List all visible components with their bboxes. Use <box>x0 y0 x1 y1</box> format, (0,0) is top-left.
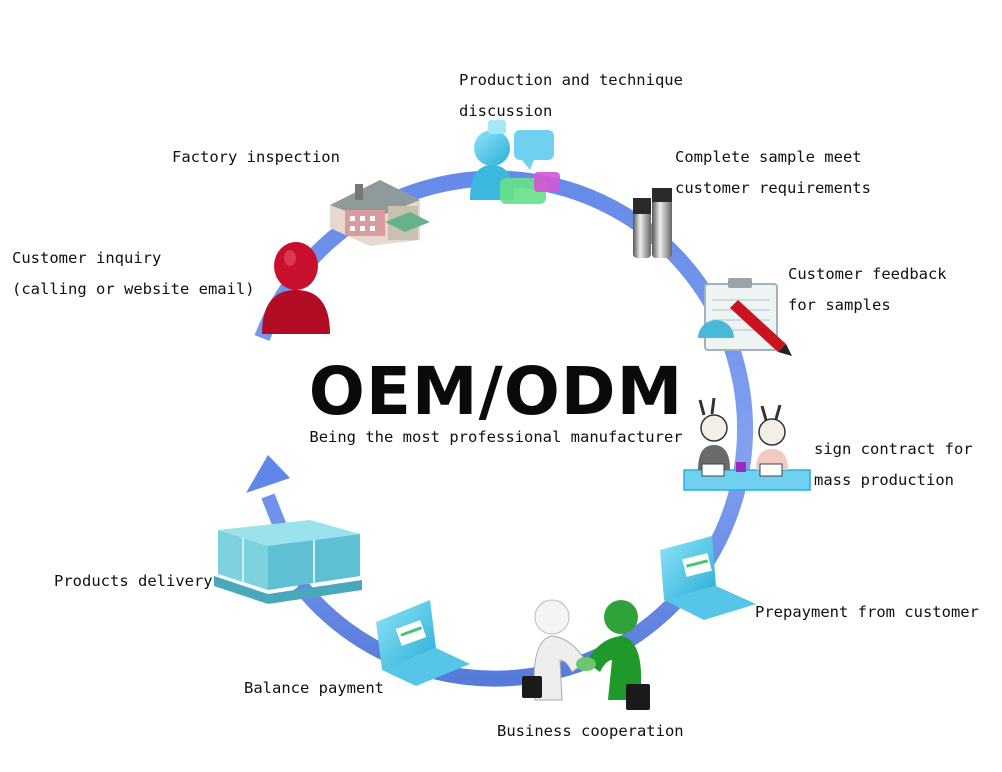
contract-signing-icon <box>683 397 811 491</box>
discussion-people-icon <box>470 120 560 204</box>
step-label-balance-payment: Balance payment <box>244 679 384 697</box>
handshake-icon <box>522 599 650 710</box>
sample-tubes-icon <box>633 188 672 258</box>
step-label-products-delivery: Products delivery <box>54 572 213 590</box>
diagram-subtitle: Being the most professional manufacturer <box>309 428 683 446</box>
laptop-payment-icon <box>376 600 470 686</box>
step-label-sign-contract: sign contract for mass production <box>814 440 973 489</box>
step-label-customer-inquiry: Customer inquiry (calling or website ema… <box>12 249 255 298</box>
factory-building-icon <box>330 180 430 246</box>
step-label-complete-sample: Complete sample meet customer requiremen… <box>675 148 871 197</box>
clipboard-pen-icon <box>698 278 792 356</box>
cycle-arrow-head <box>246 455 290 493</box>
customer-person-icon <box>262 242 330 334</box>
step-label-factory-inspection: Factory inspection <box>172 148 340 166</box>
step-label-production-discussion: Production and technique discussion <box>459 71 683 120</box>
step-label-prepayment: Prepayment from customer <box>755 603 979 621</box>
laptop-payment-icon <box>660 536 756 620</box>
diagram-title: OEM/ODM <box>308 353 684 430</box>
step-label-business-cooperation: Business cooperation <box>497 722 684 740</box>
step-label-customer-feedback: Customer feedback for samples <box>788 265 947 314</box>
cargo-boxes-icon <box>214 520 362 604</box>
